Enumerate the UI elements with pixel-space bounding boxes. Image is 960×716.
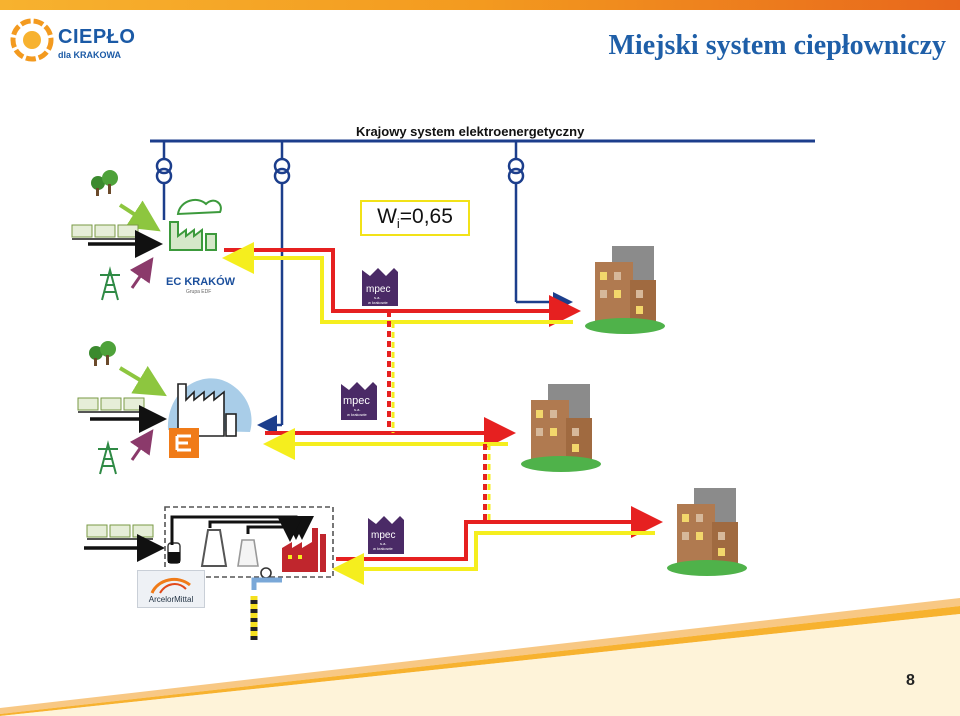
flame-logo-icon — [10, 18, 54, 62]
mpec-line2: w krakowie — [368, 300, 389, 305]
bottom-accent-band — [0, 598, 960, 716]
mpec-line2: w krakowie — [373, 546, 394, 551]
factory-icon — [169, 198, 222, 251]
supply-pipe — [336, 506, 663, 561]
supply-pipe — [224, 248, 581, 327]
mpec-name: mpec — [371, 530, 395, 541]
coal-wagon-icon — [71, 224, 139, 240]
mpec-logo-icon: mpec s.a. w krakowie — [341, 382, 377, 420]
building-icon — [521, 384, 601, 472]
arcelormittal-swoosh-icon — [150, 577, 191, 594]
power-input-arrow — [129, 257, 154, 289]
slide-number: 8 — [906, 672, 915, 689]
mpec-line1: s.a. — [354, 407, 360, 412]
building-icon — [667, 488, 747, 576]
biomass-arrow — [118, 200, 161, 232]
mpec-line2: w krakowie — [347, 412, 368, 417]
process-gas-arrow — [246, 518, 302, 542]
coal-wagon-icon — [77, 397, 145, 413]
ec-krakow-logo: EC KRAKÓW — [166, 276, 236, 288]
pylon-icon — [98, 440, 118, 475]
power-input-arrow — [129, 429, 154, 461]
building-icon — [585, 246, 665, 334]
logo: CIEPŁO dla KRAKOWA — [10, 18, 160, 66]
logo-subtitle: dla KRAKOWA — [58, 50, 121, 60]
mpec-name: mpec — [366, 284, 390, 295]
efficiency-subscript: i — [396, 216, 400, 232]
transformer-icon — [155, 141, 173, 220]
logo-name: CIEPŁO — [58, 26, 136, 48]
mpec-line1: s.a. — [374, 295, 380, 300]
tree-icon — [91, 170, 118, 196]
efficiency-box: Wi=0,65 — [360, 200, 470, 236]
mpec-line1: s.a. — [380, 541, 386, 546]
steel-process-icon — [167, 529, 259, 567]
return-pipe — [332, 531, 655, 585]
grid-label: Krajowy system elektroenergetyczny — [356, 124, 585, 139]
factory-icon — [167, 378, 252, 437]
transformer-icon — [507, 141, 573, 312]
arcelormittal-label: ArcelorMittal — [148, 595, 194, 604]
gas-valve-icon — [251, 567, 282, 590]
tree-icon — [89, 341, 116, 366]
mpec-name: mpec — [343, 395, 370, 407]
biomass-arrow — [118, 365, 167, 397]
steelworks-boundary — [164, 506, 334, 578]
mpec-logo-icon: mpec s.a. w krakowie — [362, 268, 398, 306]
efficiency-value: =0,65 — [399, 205, 453, 228]
cez-logo-icon — [169, 428, 199, 458]
coal-wagon-icon — [86, 524, 154, 540]
pylon-icon — [100, 266, 120, 301]
ec-krakow-sub: Grupa EDF — [186, 289, 212, 295]
factory-icon — [282, 528, 326, 572]
transformer-icon — [257, 141, 291, 435]
process-gas-arrow — [208, 516, 314, 540]
efficiency-symbol: W — [377, 205, 397, 228]
top-accent-bar — [0, 0, 960, 10]
arcelormittal-logo: ArcelorMittal — [137, 570, 205, 608]
page-title: Miejski system ciepłowniczy — [608, 30, 947, 61]
mpec-logo-icon: mpec s.a. w krakowie — [368, 516, 404, 554]
return-pipe — [222, 242, 573, 324]
